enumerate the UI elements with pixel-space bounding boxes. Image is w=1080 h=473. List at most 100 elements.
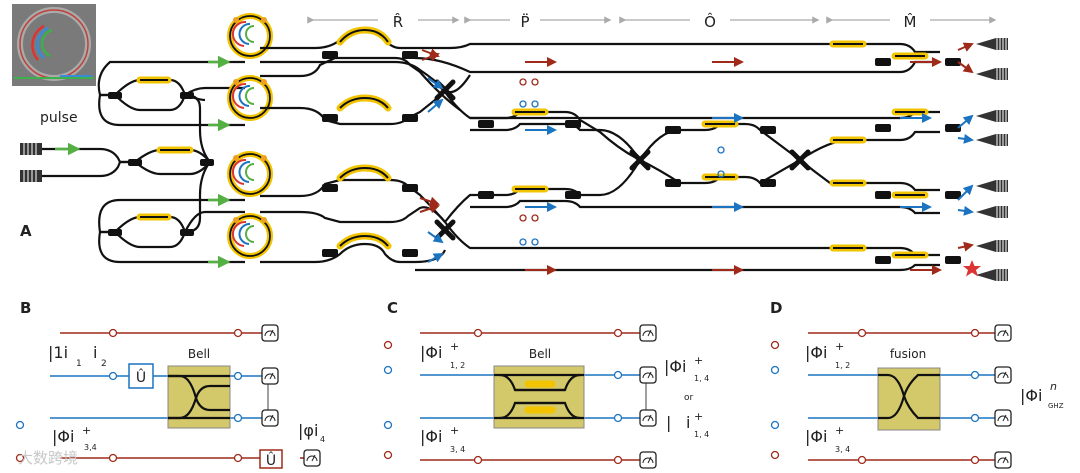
meter-needle	[311, 454, 316, 462]
panel-d-phi-bottom-sub: 3, 4	[835, 445, 850, 454]
photon-arrow	[421, 52, 440, 62]
photon-arrow	[957, 205, 974, 216]
ring-blue-photon	[238, 22, 251, 45]
panel-d-phi-top-sub: 1, 2	[835, 361, 850, 370]
meter-arc	[264, 373, 276, 380]
pump-arrows	[208, 55, 231, 269]
meter-arc	[642, 330, 654, 337]
photon-dots	[519, 78, 725, 246]
ring-contact	[233, 79, 239, 85]
photon-arrow	[957, 42, 974, 52]
meter-arc	[997, 372, 1009, 379]
panel-a-label: A	[20, 222, 32, 240]
phase-shifter-heaters	[511, 40, 929, 259]
panel-c-label: C	[387, 299, 398, 317]
detector-box	[994, 324, 1012, 342]
panel-b-label: B	[20, 299, 31, 317]
photon-arrow	[957, 184, 974, 201]
photon-arrow	[427, 98, 444, 113]
panel-c-bell-label: Bell	[529, 347, 551, 361]
meter-arc	[997, 457, 1009, 464]
meter-needle	[1002, 456, 1007, 464]
ring-resonator-4	[227, 213, 273, 259]
panel-c-right-bottom-sup: +	[694, 410, 703, 423]
panel-b-state-i2-sub: 2	[101, 359, 107, 369]
panel-c-right-bottom-sub: 1, 4	[694, 430, 709, 439]
ring-contact	[233, 155, 239, 161]
ring-green-pump	[245, 87, 255, 105]
detector-icon	[639, 451, 657, 469]
photon-arrow	[419, 196, 440, 207]
meter-arc	[642, 372, 654, 379]
meter-arc	[642, 415, 654, 422]
ring-waveguide	[229, 15, 271, 57]
detector-box	[994, 451, 1012, 469]
ring-green-pump	[245, 25, 255, 43]
panel-c: C Bell |Φi + 1, 2 |Φi + 3, 4 |	[383, 299, 709, 465]
directional-coupler	[875, 191, 891, 199]
photon-arrow	[957, 241, 974, 252]
meter-arc	[264, 415, 276, 422]
meter-arc	[642, 457, 654, 464]
detector-icon	[303, 449, 321, 467]
photon-arrow	[957, 133, 974, 144]
ring-resonators	[227, 13, 273, 259]
panel-c-or: or	[684, 393, 694, 403]
panel-b-phi: |Φi	[52, 427, 74, 446]
directional-coupler	[322, 249, 338, 257]
output-coupler-4	[976, 134, 1008, 146]
panel-d-ghz-state: |Φi	[1020, 386, 1042, 405]
photon-arrow	[419, 203, 440, 214]
output-coupler-3	[976, 110, 1008, 122]
panel-b-state-top-sub: 1	[76, 359, 82, 369]
stage-o-label: Ô	[704, 12, 716, 31]
ring-resonator-1	[227, 13, 273, 59]
panel-b-phi-sup: +	[82, 424, 91, 437]
panel-d-fusion-label: fusion	[890, 347, 926, 361]
panel-c-phi-bottom-sup: +	[450, 424, 459, 437]
panel-d-ghz-sup: n	[1050, 380, 1057, 393]
panel-c-phi-top-sub: 1, 2	[450, 361, 465, 370]
star-marker	[963, 260, 981, 277]
ring-resonator-2	[227, 75, 273, 121]
directional-coupler	[322, 51, 338, 59]
panel-b-right-state: |φi	[298, 421, 318, 440]
meter-needle	[647, 456, 652, 464]
panel-c-phi-bottom-sub: 3, 4	[450, 445, 465, 454]
panel-b-bell-label: Bell	[188, 347, 210, 361]
ring-green-pump	[245, 225, 255, 243]
directional-coupler	[875, 124, 891, 132]
ring-waveguide	[229, 215, 271, 257]
panel-c-right-top: |Φi	[664, 357, 686, 376]
ring-blue-photon	[238, 84, 251, 107]
r-stage-heaters	[336, 26, 392, 250]
photon-arrow	[427, 231, 444, 244]
meter-arc	[306, 455, 318, 462]
photon-arrow	[957, 114, 974, 129]
panel-c-phi-top: |Φi	[420, 343, 442, 362]
directional-coupler	[875, 256, 891, 264]
ring-waveguide	[229, 77, 271, 119]
photon-arrow	[427, 253, 444, 263]
detector-icon	[261, 409, 279, 427]
detector-icon	[639, 324, 657, 342]
detector-box	[261, 324, 279, 342]
directional-coupler	[565, 120, 581, 128]
directional-coupler	[945, 58, 961, 66]
detector-box	[639, 409, 657, 427]
input-couplers	[108, 92, 214, 236]
output-coupler-8	[976, 269, 1008, 281]
photon-arrow	[427, 77, 444, 90]
ring-microscope-inset	[12, 4, 96, 86]
detector-box	[303, 449, 321, 467]
ring-contact	[261, 79, 267, 85]
stage-p-label: P̈	[520, 12, 529, 31]
detector-icon	[639, 366, 657, 384]
panel-c-phi-top-sup: +	[450, 340, 459, 353]
ring-resonator-3	[227, 151, 273, 197]
detector-icon	[639, 409, 657, 427]
meter-needle	[269, 372, 274, 380]
directional-coupler	[665, 179, 681, 187]
photon-arrow	[957, 61, 974, 74]
panel-b-state-top: |1i	[48, 343, 68, 362]
